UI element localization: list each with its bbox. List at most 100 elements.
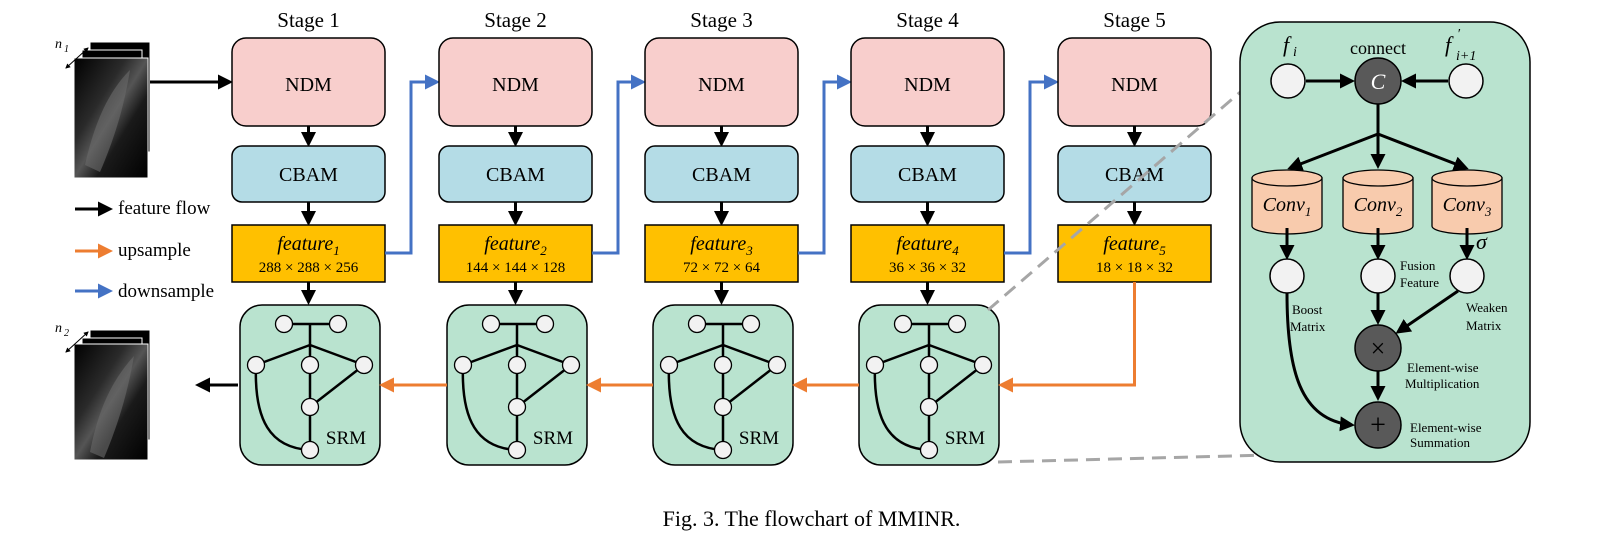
sum-symbol: + [1370, 410, 1386, 441]
srm-graph-node [300, 397, 320, 417]
legend-downsample-label: downsample [118, 281, 214, 302]
srm-graph-node [893, 314, 913, 334]
conv-label: Conv1 [1263, 194, 1312, 219]
srm-graph-node [973, 355, 993, 375]
stage-title: Stage 1 [277, 8, 339, 32]
fusion-node [1360, 258, 1396, 294]
feature-block [850, 224, 1005, 283]
feature-dims: 144 × 144 × 128 [466, 260, 565, 276]
ndm-label: NDM [904, 74, 951, 96]
boost-matrix-label-1: Boost [1292, 302, 1323, 317]
conv-cylinder-1: Conv1 [1251, 169, 1323, 235]
weaken-node [1449, 258, 1485, 294]
srm-graph-node [713, 355, 733, 375]
cbam-label: CBAM [279, 164, 338, 186]
zoom-line-bottom [997, 453, 1271, 464]
sigma-label: σ [1476, 229, 1488, 254]
stage-title: Stage 4 [896, 8, 959, 32]
svg-text:f: f [1445, 32, 1454, 57]
srm-graph-node [767, 355, 787, 375]
ndm-label: NDM [698, 74, 745, 96]
srm-graph-node [919, 440, 939, 460]
srm-graph-node [947, 314, 967, 334]
svg-text:i+1: i+1 [1456, 49, 1476, 64]
srm-label: SRM [739, 428, 779, 449]
srm-graph-node [535, 314, 555, 334]
srm-graph-node [453, 355, 473, 375]
conv-label: Conv3 [1443, 194, 1492, 219]
svg-text:i: i [1293, 45, 1297, 60]
fusion-feature-label-1: Fusion [1400, 258, 1436, 273]
srm-graph-node [741, 314, 761, 334]
srm-label: SRM [945, 428, 985, 449]
svg-text:n: n [55, 321, 62, 336]
srm-detail-panel: connect f i f ′ i+1 C Conv1 Conv2 Conv3 σ [1239, 21, 1531, 463]
feature-dims: 72 × 72 × 64 [683, 260, 760, 276]
srm-graph-node [246, 355, 266, 375]
concat-symbol: C [1371, 69, 1386, 94]
conv-cylinder-2: Conv2 [1342, 169, 1414, 235]
figure-caption: Fig. 3. The flowchart of MMINR. [662, 506, 961, 531]
ndm-label: NDM [1111, 74, 1158, 96]
srm-graph-node [507, 355, 527, 375]
input-image-stack [73, 41, 151, 179]
legend: feature flow upsample downsample [75, 198, 214, 302]
srm-graph-node [300, 440, 320, 460]
fi1-label: f ′ i+1 [1445, 27, 1476, 64]
downsample-arrow [385, 74, 440, 255]
feature-label: feature1 [277, 233, 339, 258]
srm-graph-node [328, 314, 348, 334]
fi1-node [1448, 63, 1484, 99]
legend-upsample-label: upsample [118, 240, 191, 261]
srm-graph-node [713, 397, 733, 417]
conv-cylinder-3: Conv3 [1431, 169, 1503, 235]
srm-graph-node [274, 314, 294, 334]
conv-label: Conv2 [1354, 194, 1403, 219]
srm-graph-node [659, 355, 679, 375]
boost-node [1269, 258, 1305, 294]
svg-text:1: 1 [64, 44, 69, 55]
connect-label: connect [1350, 38, 1406, 58]
feature-label: feature2 [484, 233, 547, 258]
n2-label: n 2 [55, 321, 89, 353]
svg-text:n: n [55, 37, 62, 52]
mminr-flowchart: n 1 n 2 feature flow upsample downsample… [55, 8, 1531, 466]
srm-graph-node [354, 355, 374, 375]
cbam-label: CBAM [898, 164, 957, 186]
boost-matrix-label-2: Matrix [1290, 319, 1326, 334]
mult-label-1: Element-wise [1407, 360, 1479, 375]
feature-dims: 18 × 18 × 32 [1096, 260, 1173, 276]
ndm-label: NDM [285, 74, 332, 96]
cbam-label: CBAM [1105, 164, 1164, 186]
ndm-label: NDM [492, 74, 539, 96]
srm-graph-node [507, 397, 527, 417]
feature-label: feature4 [896, 233, 959, 258]
upsample-arrow-stage5 [998, 282, 1136, 393]
sum-node [1354, 401, 1402, 449]
srm-graph-node [507, 440, 527, 460]
cbam-label: CBAM [486, 164, 545, 186]
srm-graph-node [713, 440, 733, 460]
feature-dims: 36 × 36 × 32 [889, 260, 966, 276]
zoom-line-top [987, 86, 1246, 312]
srm-graph-node [300, 355, 320, 375]
feature-dims: 288 × 288 × 256 [259, 260, 359, 276]
svg-text:2: 2 [64, 328, 69, 339]
stage-title: Stage 3 [690, 8, 752, 32]
sum-label-1: Element-wise [1410, 420, 1482, 435]
sum-label-2: Summation [1410, 435, 1470, 450]
downsample-arrow [798, 74, 852, 255]
downsample-arrow [592, 74, 646, 255]
n1-label: n 1 [55, 37, 89, 69]
svg-text:f: f [1283, 32, 1292, 57]
feature-label: feature5 [1103, 233, 1166, 258]
fusion-feature-label-2: Feature [1400, 275, 1439, 290]
srm-graph-node [561, 355, 581, 375]
weaken-matrix-label-1: Weaken [1466, 300, 1508, 315]
srm-graph-node [481, 314, 501, 334]
cbam-label: CBAM [692, 164, 751, 186]
srm-graph-node [865, 355, 885, 375]
